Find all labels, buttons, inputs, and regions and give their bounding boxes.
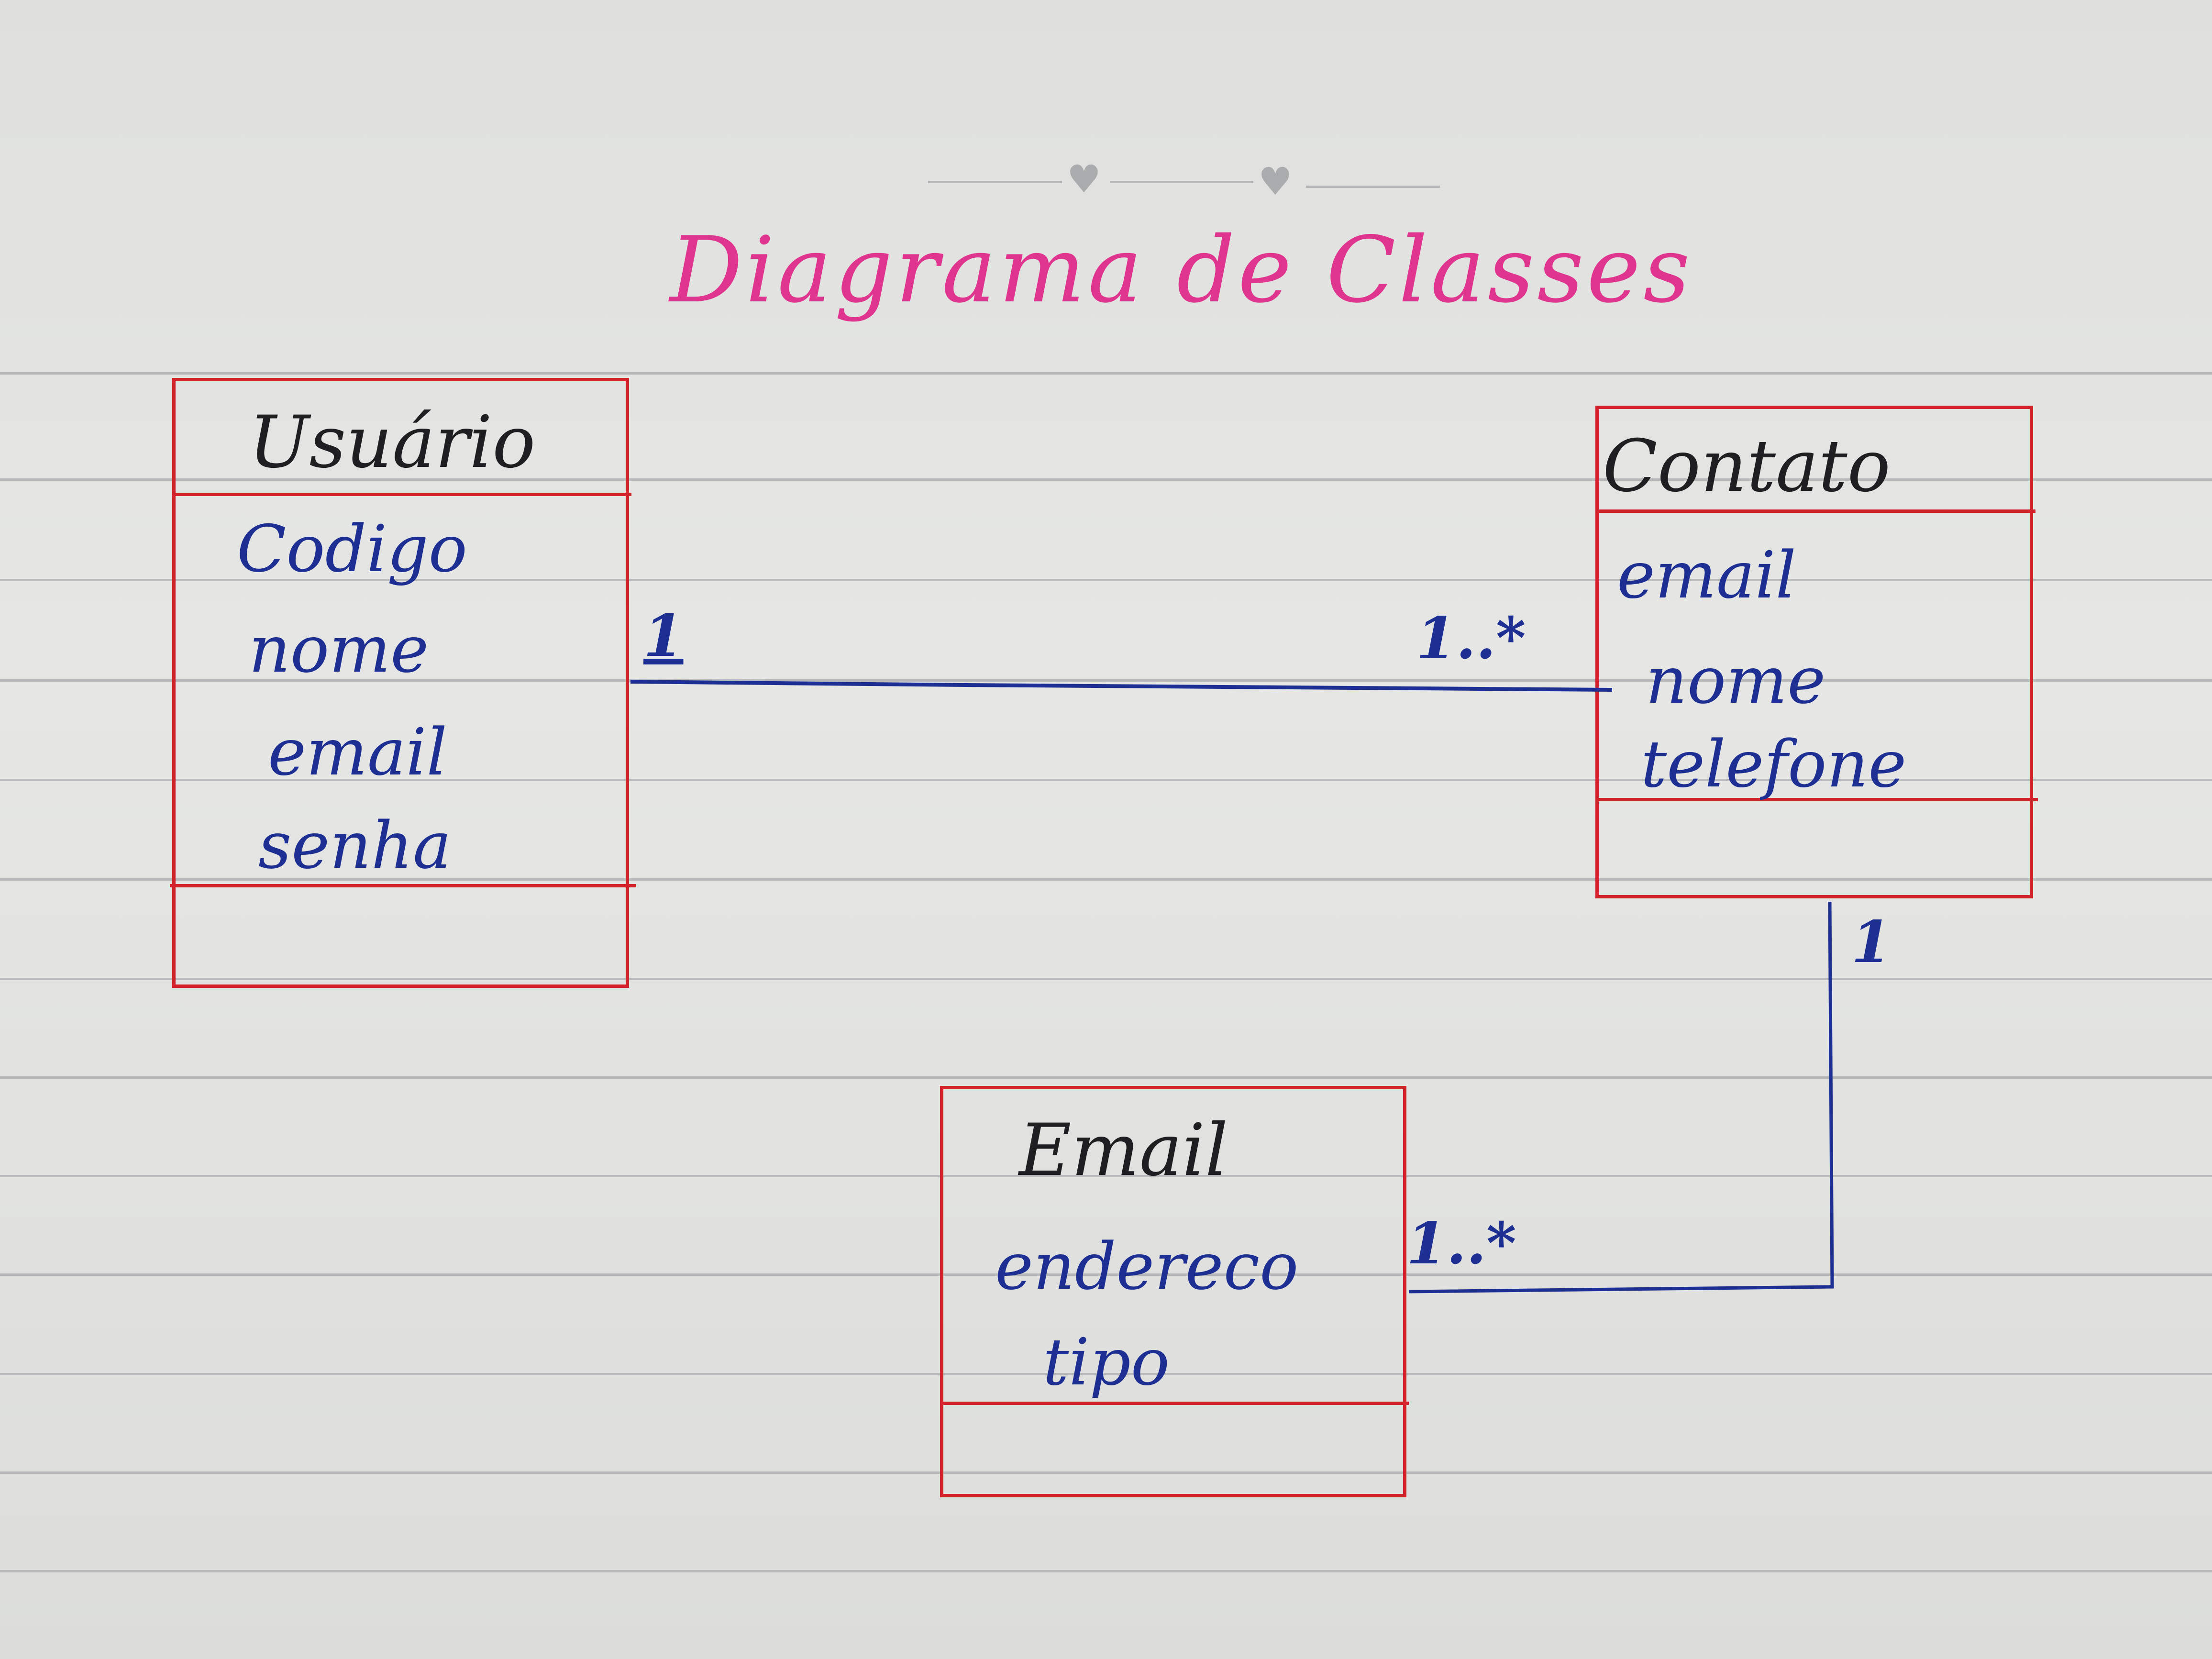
class-box-contato: [1595, 406, 2033, 898]
ruled-line: [0, 978, 2212, 980]
heart-icon: ♥: [1258, 159, 1293, 204]
attribute-senha: senha: [258, 808, 452, 883]
class-separator: [1595, 509, 2035, 513]
class-name-email: Email: [1019, 1109, 1228, 1192]
attribute-telefone: telefone: [1641, 727, 1907, 802]
ruled-line: [0, 779, 2212, 781]
class-separator: [940, 1402, 1409, 1405]
attribute-tipo: tipo: [1043, 1325, 1170, 1400]
ruled-line: [0, 579, 2212, 581]
association-usuario-contato: [630, 680, 1613, 692]
ruled-line: [0, 1175, 2212, 1177]
class-separator: [172, 493, 631, 496]
multiplicity-email: 1..*: [1406, 1210, 1516, 1277]
attribute-nome: nome: [1646, 643, 1826, 718]
heart-icon: ♥: [1067, 157, 1101, 201]
class-name-contato: Contato: [1603, 425, 1891, 508]
class-box-email: [940, 1086, 1406, 1497]
ruled-line: [0, 478, 2212, 481]
association-contato-email: [1408, 901, 1834, 1294]
attribute-email: email: [268, 715, 447, 790]
ruled-line: [0, 1373, 2212, 1375]
ruled-line: [0, 878, 2212, 881]
attribute-codigo: Codigo: [237, 511, 467, 586]
class-box-usuario: [172, 378, 629, 988]
class-separator: [1595, 798, 2038, 801]
ruled-line: [0, 1076, 2212, 1079]
attribute-email: email: [1617, 538, 1796, 613]
class-separator: [170, 884, 636, 887]
ruled-line: [0, 679, 2212, 682]
multiplicity-contato-email-one: 1: [1851, 908, 1891, 976]
attribute-endereco: endereco: [995, 1229, 1299, 1304]
diagram-title: Diagrama de Classes: [670, 217, 1693, 323]
attribute-nome: nome: [249, 612, 429, 687]
multiplicity-usuario: 1: [643, 602, 684, 670]
ruled-line: [0, 1570, 2212, 1572]
multiplicity-contato: 1..*: [1416, 605, 1526, 672]
ruled-line: [0, 1471, 2212, 1474]
ruled-line: [0, 372, 2212, 375]
ruled-line: [0, 1273, 2212, 1276]
class-name-usuario: Usuário: [249, 401, 536, 484]
